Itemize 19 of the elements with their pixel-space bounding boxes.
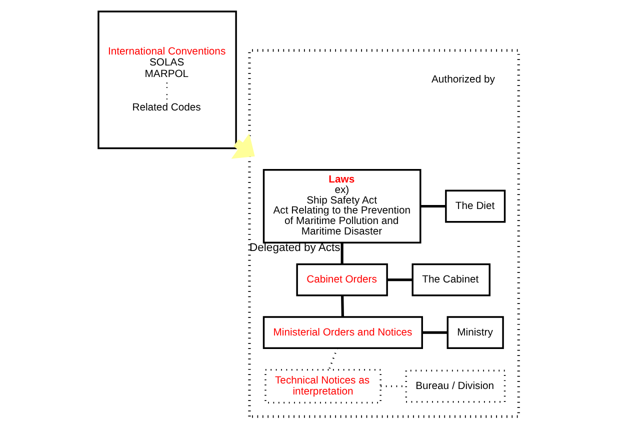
connector <box>422 331 448 334</box>
cluster <box>248 49 520 418</box>
node-box: International Conventions SOLAS MARPOL : : Related Codes <box>97 10 236 150</box>
edge-label: Delegated by Acts <box>249 242 340 254</box>
node-box: Technical Notices as interpretation <box>264 368 381 404</box>
node-box: The Cabinet <box>411 263 490 296</box>
node-box: Bureau / Division <box>404 370 506 403</box>
arrow <box>230 133 254 159</box>
connector <box>328 348 338 370</box>
connector <box>340 295 344 317</box>
node-box: The Diet <box>444 190 506 223</box>
node-box: Ministry <box>446 316 504 350</box>
node-box: Cabinet Orders <box>296 263 388 296</box>
connector <box>386 278 412 282</box>
node-box: Ministerial Orders and Notices <box>262 316 422 350</box>
connector <box>340 242 343 264</box>
node-box: Laws ex) Ship Safety Act Act Relating to the Prevention of Maritime Pollution and Maritime Disaster <box>262 169 421 244</box>
label: Authorized by <box>431 74 494 86</box>
connector <box>420 204 446 208</box>
